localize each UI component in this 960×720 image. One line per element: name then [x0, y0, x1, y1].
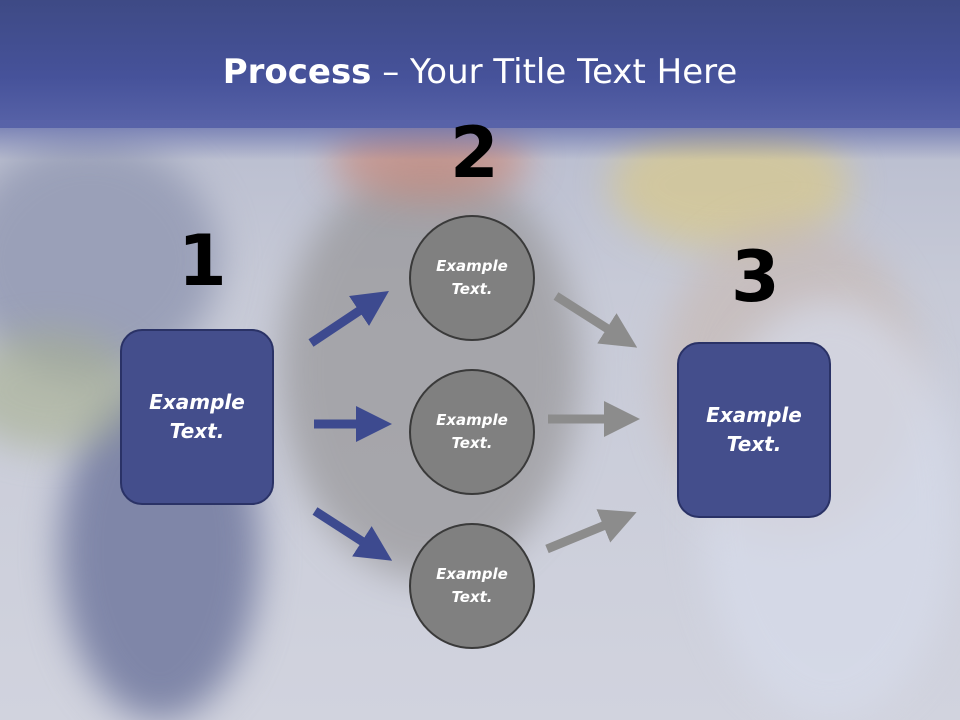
step-1-line1: Example — [149, 390, 245, 414]
title-bar — [0, 0, 960, 128]
circle-middle-line1: Example — [436, 411, 508, 429]
step-number-3: 3 — [731, 236, 780, 318]
step-1-line2: Text. — [169, 419, 225, 443]
step-3-line2: Text. — [726, 432, 782, 456]
circle-bottom: Example Text. — [409, 523, 535, 649]
title-bar-fade — [0, 120, 960, 160]
arrow-blue-down — [312, 507, 393, 561]
circle-top: Example Text. — [409, 215, 535, 341]
arrow-gray-down — [553, 292, 638, 348]
step-3-box: Example Text. — [677, 342, 831, 518]
arrow-blue-up — [308, 291, 389, 347]
step-3-line1: Example — [706, 403, 802, 427]
circle-bottom-line2: Text. — [451, 588, 493, 606]
arrow-gray-up — [545, 509, 637, 554]
circle-top-line2: Text. — [451, 280, 493, 298]
title-bold: Process — [222, 52, 372, 92]
circle-middle: Example Text. — [409, 369, 535, 495]
slide-title: Process – Your Title Text Here — [0, 52, 960, 92]
step-number-1: 1 — [178, 220, 227, 302]
step-number-2: 2 — [450, 112, 499, 194]
circle-bottom-line1: Example — [436, 565, 508, 583]
title-rest: – Your Title Text Here — [371, 52, 738, 92]
circle-top-line1: Example — [436, 257, 508, 275]
circle-middle-line2: Text. — [451, 434, 493, 452]
step-1-box: Example Text. — [120, 329, 274, 505]
